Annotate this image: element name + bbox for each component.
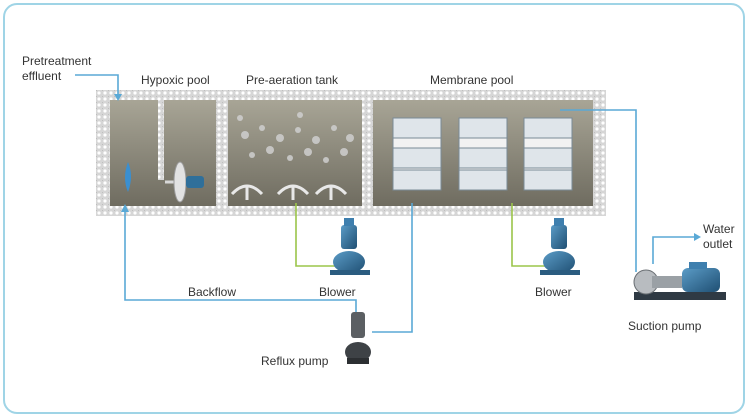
blue-pipes: [75, 74, 701, 333]
aeration-bubbles: [237, 112, 354, 163]
label-line: Pretreatment: [22, 54, 92, 68]
pump-icon: [345, 312, 371, 364]
label-line: effluent: [22, 69, 62, 83]
label-line: outlet: [703, 237, 733, 251]
backflow-pipe: [124, 206, 357, 315]
label-hypoxic-pool: Hypoxic pool: [141, 73, 210, 87]
hypoxic-divider: [158, 100, 164, 180]
blower-icon: [540, 218, 580, 275]
pump-icon: [633, 262, 726, 300]
air-pipes: [295, 203, 546, 267]
label-blower-2: Blower: [535, 285, 572, 299]
label-water-outlet: Water outlet: [703, 222, 735, 252]
label-pretreatment-effluent: Pretreatment effluent: [22, 54, 91, 84]
label-suction-pump: Suction pump: [628, 319, 702, 333]
blower-icon: [330, 218, 370, 275]
label-reflux-pump: Reflux pump: [261, 354, 329, 368]
reflux-pipe: [372, 203, 413, 333]
label-backflow: Backflow: [188, 285, 237, 299]
label-pre-aeration-tank: Pre-aeration tank: [246, 73, 339, 87]
membrane-module-icon: [392, 117, 573, 191]
label-line: Water: [703, 222, 735, 236]
outlet-pipe: [652, 236, 696, 264]
inlet-pipe: [75, 74, 119, 98]
mixer-icon: [125, 161, 204, 203]
label-membrane-pool: Membrane pool: [430, 73, 514, 87]
label-blower-1: Blower: [319, 285, 356, 299]
diffuser-icon: [230, 184, 348, 200]
suction-pipe: [560, 109, 637, 272]
